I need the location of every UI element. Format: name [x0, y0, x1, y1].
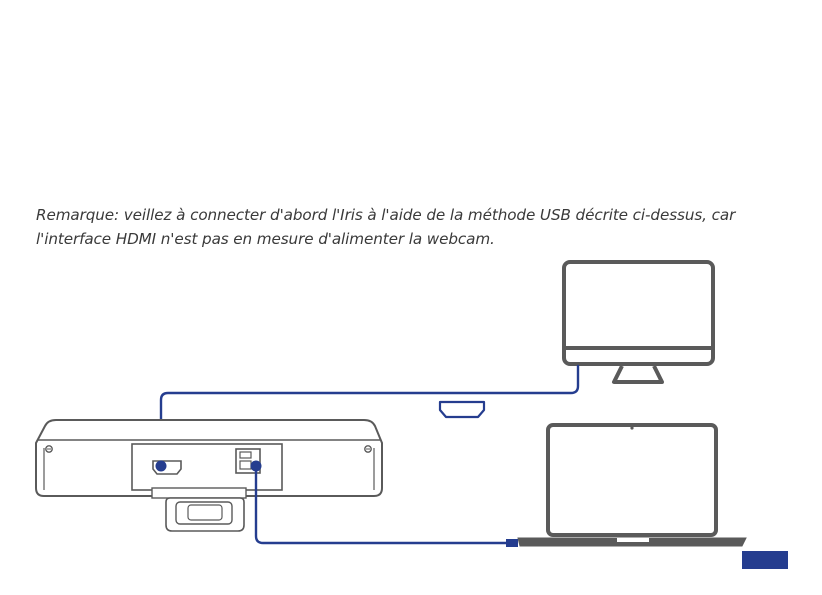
hdmi-connector-icon [440, 402, 484, 417]
monitor-stand [614, 366, 662, 382]
laptop-screen-inner [556, 432, 708, 530]
webcam-device [36, 420, 382, 531]
screw-left [46, 446, 52, 452]
screw-right [365, 446, 371, 452]
hdmi-cable-endpoint [156, 461, 167, 472]
usb-cable-endpoint [251, 461, 262, 472]
laptop-camera-dot [630, 426, 633, 429]
laptop-trackpad-notch [617, 538, 649, 542]
laptop-icon [518, 425, 746, 546]
usb-plug [506, 539, 518, 547]
monitor-icon [564, 262, 713, 382]
page-number-tab [742, 551, 788, 569]
webcam-stand [152, 488, 246, 531]
